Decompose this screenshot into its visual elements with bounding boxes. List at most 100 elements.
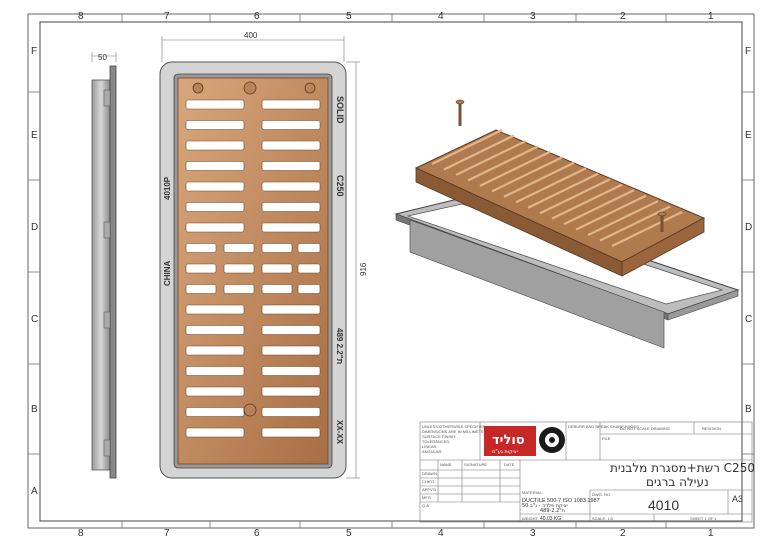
iso-grate-bar <box>539 178 611 215</box>
row-label: E <box>31 130 38 141</box>
grate-slot <box>261 120 321 130</box>
material-line3: 489-2.2"ת <box>540 508 565 514</box>
column-labels-top: 8 7 6 5 4 3 2 1 <box>78 11 714 22</box>
row-label: C <box>745 314 752 325</box>
cast-model: 4010P <box>163 176 172 200</box>
grate-slot <box>185 345 245 356</box>
logo-subtext: יציקות נע"מ <box>492 449 518 455</box>
grate-slot <box>185 407 245 417</box>
grate-slot <box>185 202 245 212</box>
grate-slot <box>223 263 255 274</box>
row-labels-left: F E D C B A <box>31 46 38 497</box>
grate-slot <box>185 386 245 397</box>
dim-front-width: 400 <box>244 31 258 40</box>
col-label: 5 <box>346 11 352 22</box>
name-label: NAME <box>440 462 452 467</box>
grate-slot <box>185 325 245 335</box>
title-block-text: UNLESS OTHERWISE SPECIFIED: DIMENSIONS A… <box>422 424 755 522</box>
row-label: E <box>745 130 752 141</box>
col-label: 2 <box>620 528 626 539</box>
col-label: 4 <box>438 11 444 22</box>
isometric-view <box>394 99 740 349</box>
row-mfg: MFG <box>422 495 431 500</box>
side-view: 50 <box>91 52 117 479</box>
grate-slot <box>261 181 321 192</box>
grate-slot <box>261 407 321 417</box>
iso-grate-bar <box>443 134 515 171</box>
cast-brand: SOLID <box>335 96 345 124</box>
iso-grate-bar <box>575 194 647 231</box>
grate-slot <box>223 284 255 294</box>
logo-text: סוליד <box>492 433 525 448</box>
note-line: LINEAR: <box>422 444 438 449</box>
grate-slot <box>261 202 321 212</box>
col-label: 2 <box>620 11 626 22</box>
col-label: 6 <box>254 528 260 539</box>
iso-grate-bar <box>599 205 671 242</box>
grate-slot <box>261 140 321 151</box>
grate-slot <box>261 284 293 294</box>
grate-slot <box>261 222 321 233</box>
col-label: 3 <box>530 528 536 539</box>
note-line: ANGULAR: <box>422 449 442 454</box>
cast-mark: 489 2.2"ת <box>335 328 344 364</box>
note-line: TOLERANCES: <box>422 439 450 444</box>
grate-slot <box>261 263 293 274</box>
row-label: F <box>31 46 37 57</box>
grate-slots <box>185 99 321 438</box>
iso-grate-bar <box>587 200 659 237</box>
grate-slot <box>297 243 321 253</box>
company-logo <box>484 426 536 456</box>
iso-grate-bar <box>551 183 623 220</box>
iso-grate-bar <box>563 189 635 226</box>
grate-slot <box>185 181 245 192</box>
outer-border <box>27 13 755 529</box>
grate-slot <box>261 99 321 110</box>
dim-front-height: 916 <box>359 262 368 276</box>
col-label: 4 <box>438 528 444 539</box>
cast-load-class: C250 <box>335 175 345 197</box>
grate-slot <box>185 243 217 253</box>
iso-grate-bar <box>455 139 527 176</box>
grate-slot <box>261 345 321 356</box>
grate-slot <box>261 366 321 376</box>
weight-value: 40.03 KG <box>540 516 561 522</box>
row-label: F <box>745 46 751 57</box>
note-line: UNLESS OTHERWISE SPECIFIED: <box>422 424 487 429</box>
grate-slot <box>185 120 245 130</box>
grate-slot <box>185 222 245 233</box>
col-label: 8 <box>78 11 84 22</box>
grate-slot <box>185 99 245 110</box>
iso-grate-bar <box>515 167 587 204</box>
col-label: 7 <box>164 11 170 22</box>
grate-slot <box>185 427 245 438</box>
row-label: B <box>745 404 752 415</box>
row-qa: Q.A <box>422 503 429 508</box>
grate-slot <box>261 427 321 438</box>
row-label: D <box>745 222 752 233</box>
sheet-size: A3 <box>732 494 743 504</box>
grate-slot <box>185 161 245 171</box>
signature-label: SIGNATURE <box>464 462 487 467</box>
iso-grate-bars <box>431 129 683 247</box>
iso-grate-bar <box>431 129 503 165</box>
dwg-no-label: DWG. NO. <box>592 492 611 497</box>
grate-slot <box>223 243 255 253</box>
file-label: FILE <box>602 436 611 441</box>
grate-slot <box>185 140 245 151</box>
do-not-scale: DO NOT SCALE DRAWING <box>620 426 670 431</box>
iso-grate-bar <box>479 150 551 187</box>
iso-grate-bar <box>467 145 539 182</box>
date-label: DATE <box>504 462 515 467</box>
row-label: A <box>31 486 38 497</box>
grate-slot <box>297 263 321 274</box>
material-line2: יציקת פלדה - ג"ב 50 <box>522 503 568 509</box>
cast-date-code: XX-XX <box>335 420 344 445</box>
col-label: 8 <box>78 528 84 539</box>
row-approved: APPV'D <box>422 487 436 492</box>
grate-slot <box>261 325 321 335</box>
dim-side-width: 50 <box>98 53 107 62</box>
sheet-label: SHEET 1 OF 1 <box>690 516 717 521</box>
front-view: 400 916 SOLID C250 489 2.2"ת XX-XX 4010P… <box>159 31 368 479</box>
